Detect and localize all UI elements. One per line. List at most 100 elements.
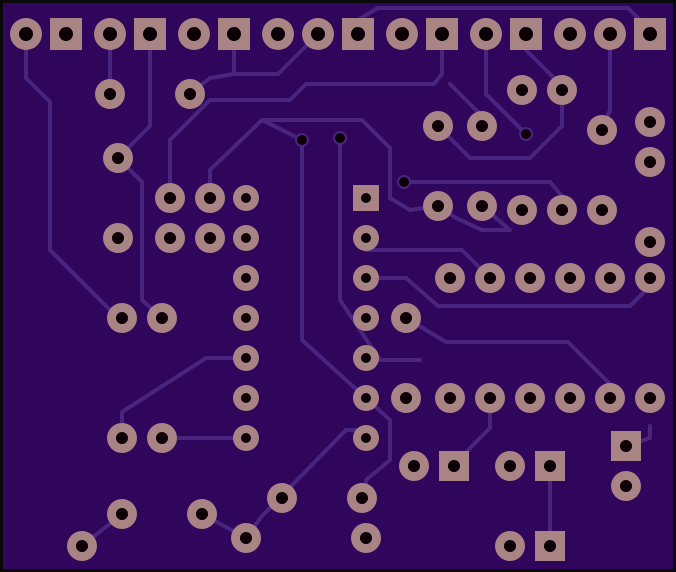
drill-hole — [241, 353, 251, 363]
round-pad — [635, 147, 665, 177]
round-pad — [103, 223, 133, 253]
drill-hole — [644, 272, 656, 284]
round-pad — [595, 263, 625, 293]
drill-hole — [240, 532, 252, 544]
round-pad — [475, 263, 505, 293]
drill-hole — [116, 312, 128, 324]
drill-hole — [620, 480, 632, 492]
round-pad — [635, 263, 665, 293]
drill-hole — [524, 272, 536, 284]
drill-hole — [241, 193, 251, 203]
drill-hole — [556, 84, 568, 96]
drill-hole — [187, 27, 201, 41]
drill-hole — [400, 392, 412, 404]
trace — [168, 32, 444, 200]
drill-hole — [604, 392, 616, 404]
drill-hole — [361, 193, 371, 203]
round-pad — [470, 18, 502, 50]
drill-hole — [361, 393, 371, 403]
drill-hole — [103, 27, 117, 41]
drill-hole — [351, 27, 365, 41]
trace — [338, 136, 422, 362]
trace — [232, 32, 320, 76]
drill-hole — [516, 84, 528, 96]
drill-hole — [361, 273, 371, 283]
round-pad — [555, 263, 585, 293]
drill-hole — [544, 540, 556, 552]
drill-hole — [400, 312, 412, 324]
round-pad — [495, 451, 525, 481]
drill-hole — [143, 27, 157, 41]
round-pad — [195, 183, 225, 213]
square-pad — [439, 451, 469, 481]
drill-hole — [620, 440, 632, 452]
round-pad — [594, 18, 626, 50]
drill-hole — [484, 392, 496, 404]
drill-hole — [519, 27, 533, 41]
via — [397, 175, 411, 189]
round-pad — [107, 423, 137, 453]
round-pad — [155, 183, 185, 213]
round-pad — [467, 191, 497, 221]
trace — [484, 32, 528, 136]
round-pad — [391, 383, 421, 413]
drill-hole — [156, 312, 168, 324]
drill-hole — [59, 27, 73, 41]
round-pad — [353, 305, 379, 331]
drill-hole — [361, 353, 371, 363]
round-pad — [187, 499, 217, 529]
round-pad — [435, 383, 465, 413]
via — [295, 133, 309, 147]
drill-hole — [644, 392, 656, 404]
trace — [300, 138, 392, 500]
round-pad — [233, 305, 259, 331]
drill-hole — [504, 460, 516, 472]
round-pad — [94, 18, 126, 50]
round-pad — [595, 383, 625, 413]
drill-hole — [116, 432, 128, 444]
trace — [24, 32, 112, 312]
round-pad — [175, 79, 205, 109]
drill-hole — [435, 27, 449, 41]
round-pad — [233, 345, 259, 371]
drill-hole — [361, 233, 371, 243]
round-pad — [233, 185, 259, 211]
round-pad — [267, 483, 297, 513]
drill-hole — [112, 152, 124, 164]
trace — [436, 88, 564, 160]
drill-hole — [196, 508, 208, 520]
square-pad — [535, 451, 565, 481]
round-pad — [635, 227, 665, 257]
round-pad — [507, 75, 537, 105]
drill-hole — [484, 272, 496, 284]
drill-hole — [204, 192, 216, 204]
round-pad — [155, 223, 185, 253]
drill-hole — [644, 156, 656, 168]
round-pad — [103, 143, 133, 173]
round-pad — [107, 303, 137, 333]
round-pad — [555, 383, 585, 413]
round-pad — [231, 523, 261, 553]
round-pad — [635, 383, 665, 413]
drill-hole — [104, 88, 116, 100]
round-pad — [353, 225, 379, 251]
drill-hole — [596, 204, 608, 216]
drill-hole — [644, 236, 656, 248]
round-pad — [107, 499, 137, 529]
drill-hole — [360, 532, 372, 544]
drill-hole — [479, 27, 493, 41]
drill-hole — [644, 116, 656, 128]
round-pad — [233, 225, 259, 251]
drill-hole — [504, 540, 516, 552]
drill-hole — [643, 27, 657, 41]
component-pads — [10, 18, 666, 561]
round-pad — [547, 195, 577, 225]
round-pad — [195, 223, 225, 253]
drill-hole — [603, 27, 617, 41]
drill-hole — [241, 313, 251, 323]
drill-hole — [361, 433, 371, 443]
round-pad — [233, 265, 259, 291]
via — [333, 131, 347, 145]
